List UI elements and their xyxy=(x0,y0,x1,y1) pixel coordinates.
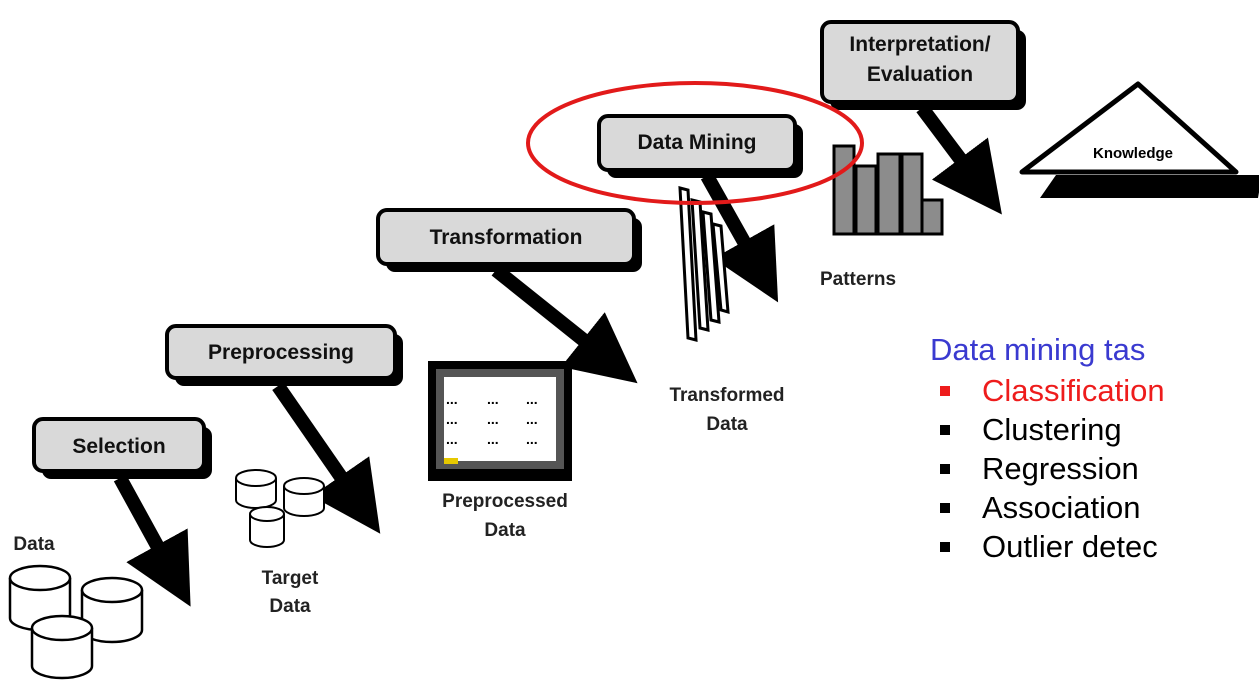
selection-step: Selection xyxy=(32,417,212,479)
target-data-label-line1: Target xyxy=(262,568,319,589)
preprocessing-label: Preprocessing xyxy=(208,341,354,364)
bullet-icon xyxy=(940,464,950,474)
preprocessing-step: Preprocessing xyxy=(165,324,403,386)
task-item-classification: Classification xyxy=(930,371,1259,410)
task-label: Classification xyxy=(982,373,1165,408)
preprocessed-data-label-line1: Preprocessed xyxy=(442,491,568,512)
tasks-title: Data mining tas xyxy=(930,332,1146,367)
table-cell-dots: ... xyxy=(526,411,538,427)
task-label: Clustering xyxy=(982,412,1122,447)
preprocessed-data-table-icon: ... ... ... ... ... ... ... ... ... xyxy=(428,361,572,481)
data-mining-label: Data Mining xyxy=(638,131,757,154)
knowledge-label: Knowledge xyxy=(1093,145,1173,162)
target-data-label-line2: Data xyxy=(269,596,311,617)
task-item-regression: Regression xyxy=(930,449,1259,488)
process-arrows xyxy=(113,103,1002,607)
data-mining-highlight-ellipse xyxy=(526,81,864,205)
task-label: Association xyxy=(982,490,1141,525)
selection-label: Selection xyxy=(72,435,165,458)
data-mining-tasks-list: Data mining tas Classification Clusterin… xyxy=(930,330,1259,566)
task-label: Outlier detec xyxy=(982,529,1158,564)
table-cell-dots: ... xyxy=(487,431,499,447)
preprocessed-data-label-line2: Data xyxy=(484,520,526,541)
bullet-icon xyxy=(940,386,950,396)
transformation-label: Transformation xyxy=(430,226,583,249)
table-cell-dots: ... xyxy=(446,411,458,427)
arrow-transformation xyxy=(491,264,638,384)
task-item-association: Association xyxy=(930,488,1259,527)
bullet-icon xyxy=(940,425,950,435)
task-item-clustering: Clustering xyxy=(930,410,1259,449)
transformed-data-stack-icon xyxy=(678,186,730,342)
arrow-data-mining xyxy=(700,172,779,303)
transformation-step: Transformation xyxy=(376,208,642,272)
patterns-bar-chart-icon xyxy=(832,144,944,236)
interpretation-label-line2: Evaluation xyxy=(867,63,973,86)
table-cell-dots: ... xyxy=(487,391,499,407)
interpretation-label-line1: Interpretation/ xyxy=(849,33,990,56)
table-cell-dots: ... xyxy=(446,391,458,407)
data-label: Data xyxy=(13,534,55,555)
interpretation-step: Interpretation/ Evaluation xyxy=(820,20,1026,110)
bullet-icon xyxy=(940,542,950,552)
table-cell-dots: ... xyxy=(487,411,499,427)
patterns-label: Patterns xyxy=(820,269,896,290)
transformed-data-label-line2: Data xyxy=(706,414,748,435)
tasks-items: Classification Clustering Regression Ass… xyxy=(930,371,1259,566)
bullet-icon xyxy=(940,503,950,513)
table-cell-dots: ... xyxy=(526,431,538,447)
target-data-cylinders-icon xyxy=(235,469,325,548)
knowledge-pyramid-icon: Knowledge xyxy=(1019,81,1259,198)
data-mining-step: Data Mining xyxy=(597,114,803,178)
task-item-outlier-detection: Outlier detec xyxy=(930,527,1259,566)
arrow-selection xyxy=(113,474,191,607)
table-cell-dots: ... xyxy=(446,431,458,447)
transformed-data-label-line1: Transformed xyxy=(669,385,784,406)
table-cell-dots: ... xyxy=(526,391,538,407)
task-label: Regression xyxy=(982,451,1139,486)
data-cylinders-icon xyxy=(8,564,144,680)
arrow-preprocessing xyxy=(272,382,381,534)
arrow-interpretation xyxy=(916,103,1002,215)
